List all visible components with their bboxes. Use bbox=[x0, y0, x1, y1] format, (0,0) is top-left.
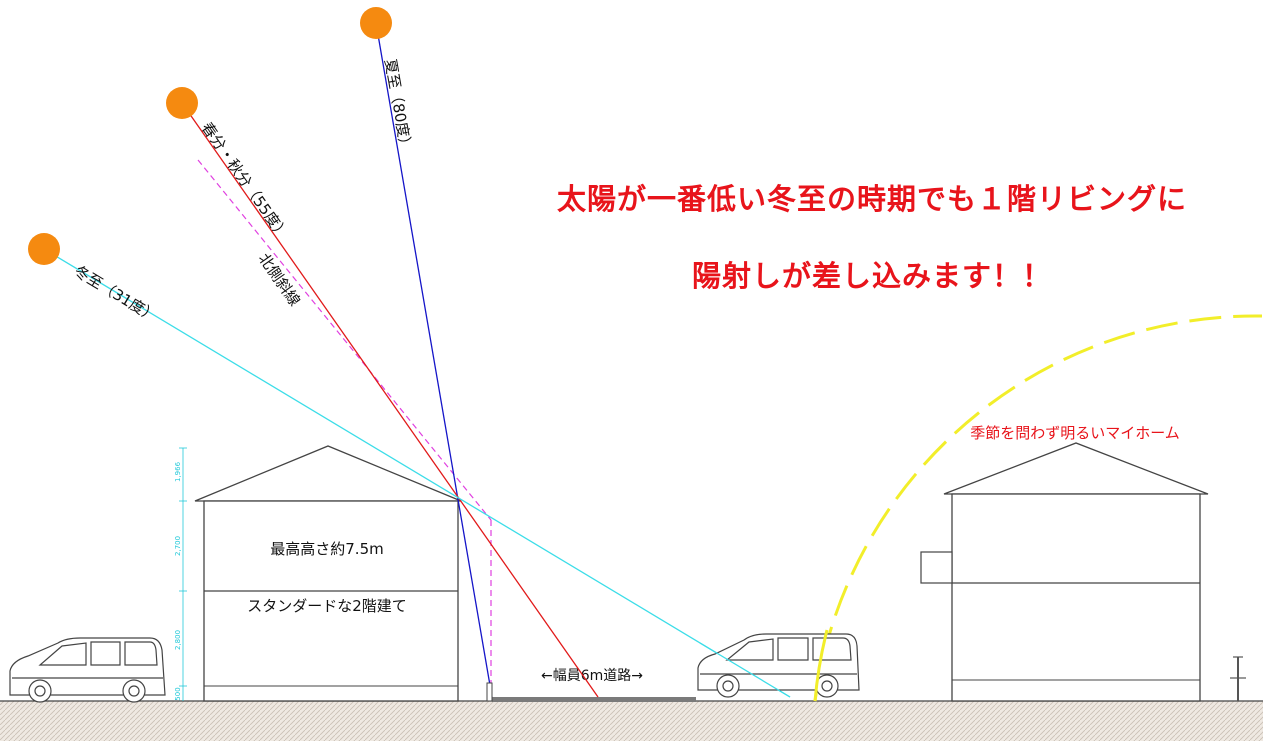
equinox-sun-icon bbox=[166, 87, 198, 119]
equinox-ray-label: 春分・秋分（55度） bbox=[198, 119, 293, 243]
left-house-type-label: スタンダードな2階建て bbox=[247, 597, 407, 615]
winter-ray-tail bbox=[699, 642, 791, 698]
headline-line-1: 太陽が一番低い冬至の時期でも１階リビングに bbox=[557, 182, 1187, 216]
left-car-icon bbox=[9, 637, 166, 703]
road-surface bbox=[492, 697, 696, 702]
brightness-arc bbox=[813, 314, 1263, 702]
left-house-height-label: 最高高さ約7.5m bbox=[270, 540, 383, 558]
right-house bbox=[920, 442, 1209, 702]
ground bbox=[0, 701, 1263, 741]
left-house-wall bbox=[203, 500, 459, 702]
road-label: ←幅員6m道路→ bbox=[541, 668, 643, 684]
summer-ray bbox=[375, 22, 493, 698]
equinox-ray bbox=[181, 102, 599, 698]
north-slope-label: 北側斜線 bbox=[255, 250, 304, 309]
dimension-text-1: 1,966 bbox=[174, 461, 182, 482]
winter-sun-icon bbox=[28, 233, 60, 265]
fence-post bbox=[1230, 656, 1246, 701]
summer-sun-icon bbox=[360, 7, 392, 39]
road-marker bbox=[486, 682, 493, 702]
right-car-icon bbox=[697, 633, 860, 698]
right-house-bay bbox=[920, 551, 953, 584]
right-house-roof bbox=[943, 442, 1209, 495]
dimension-text-2: 2,700 bbox=[174, 536, 182, 556]
brightness-arc-tail bbox=[813, 629, 829, 702]
summer-ray-label: 夏至（80度） bbox=[381, 58, 415, 154]
winter-ray-label: 冬至（31度） bbox=[71, 262, 161, 326]
left-house: 最高高さ約7.5m スタンダードな2階建て bbox=[194, 445, 462, 702]
right-house-caption: 季節を問わず明るいマイホーム bbox=[970, 424, 1180, 442]
winter-ray bbox=[43, 248, 791, 698]
north-slope-line bbox=[197, 159, 492, 521]
right-house-wall bbox=[951, 493, 1201, 702]
headline-line-2: 陽射しが差し込みます！！ bbox=[692, 259, 1052, 293]
dimension-text-4: 500 bbox=[174, 687, 182, 700]
left-house-roof bbox=[194, 445, 462, 502]
dimension-text-3: 2,800 bbox=[174, 630, 182, 650]
dimension-line: 1,966 2,700 2,800 500 bbox=[174, 447, 187, 701]
